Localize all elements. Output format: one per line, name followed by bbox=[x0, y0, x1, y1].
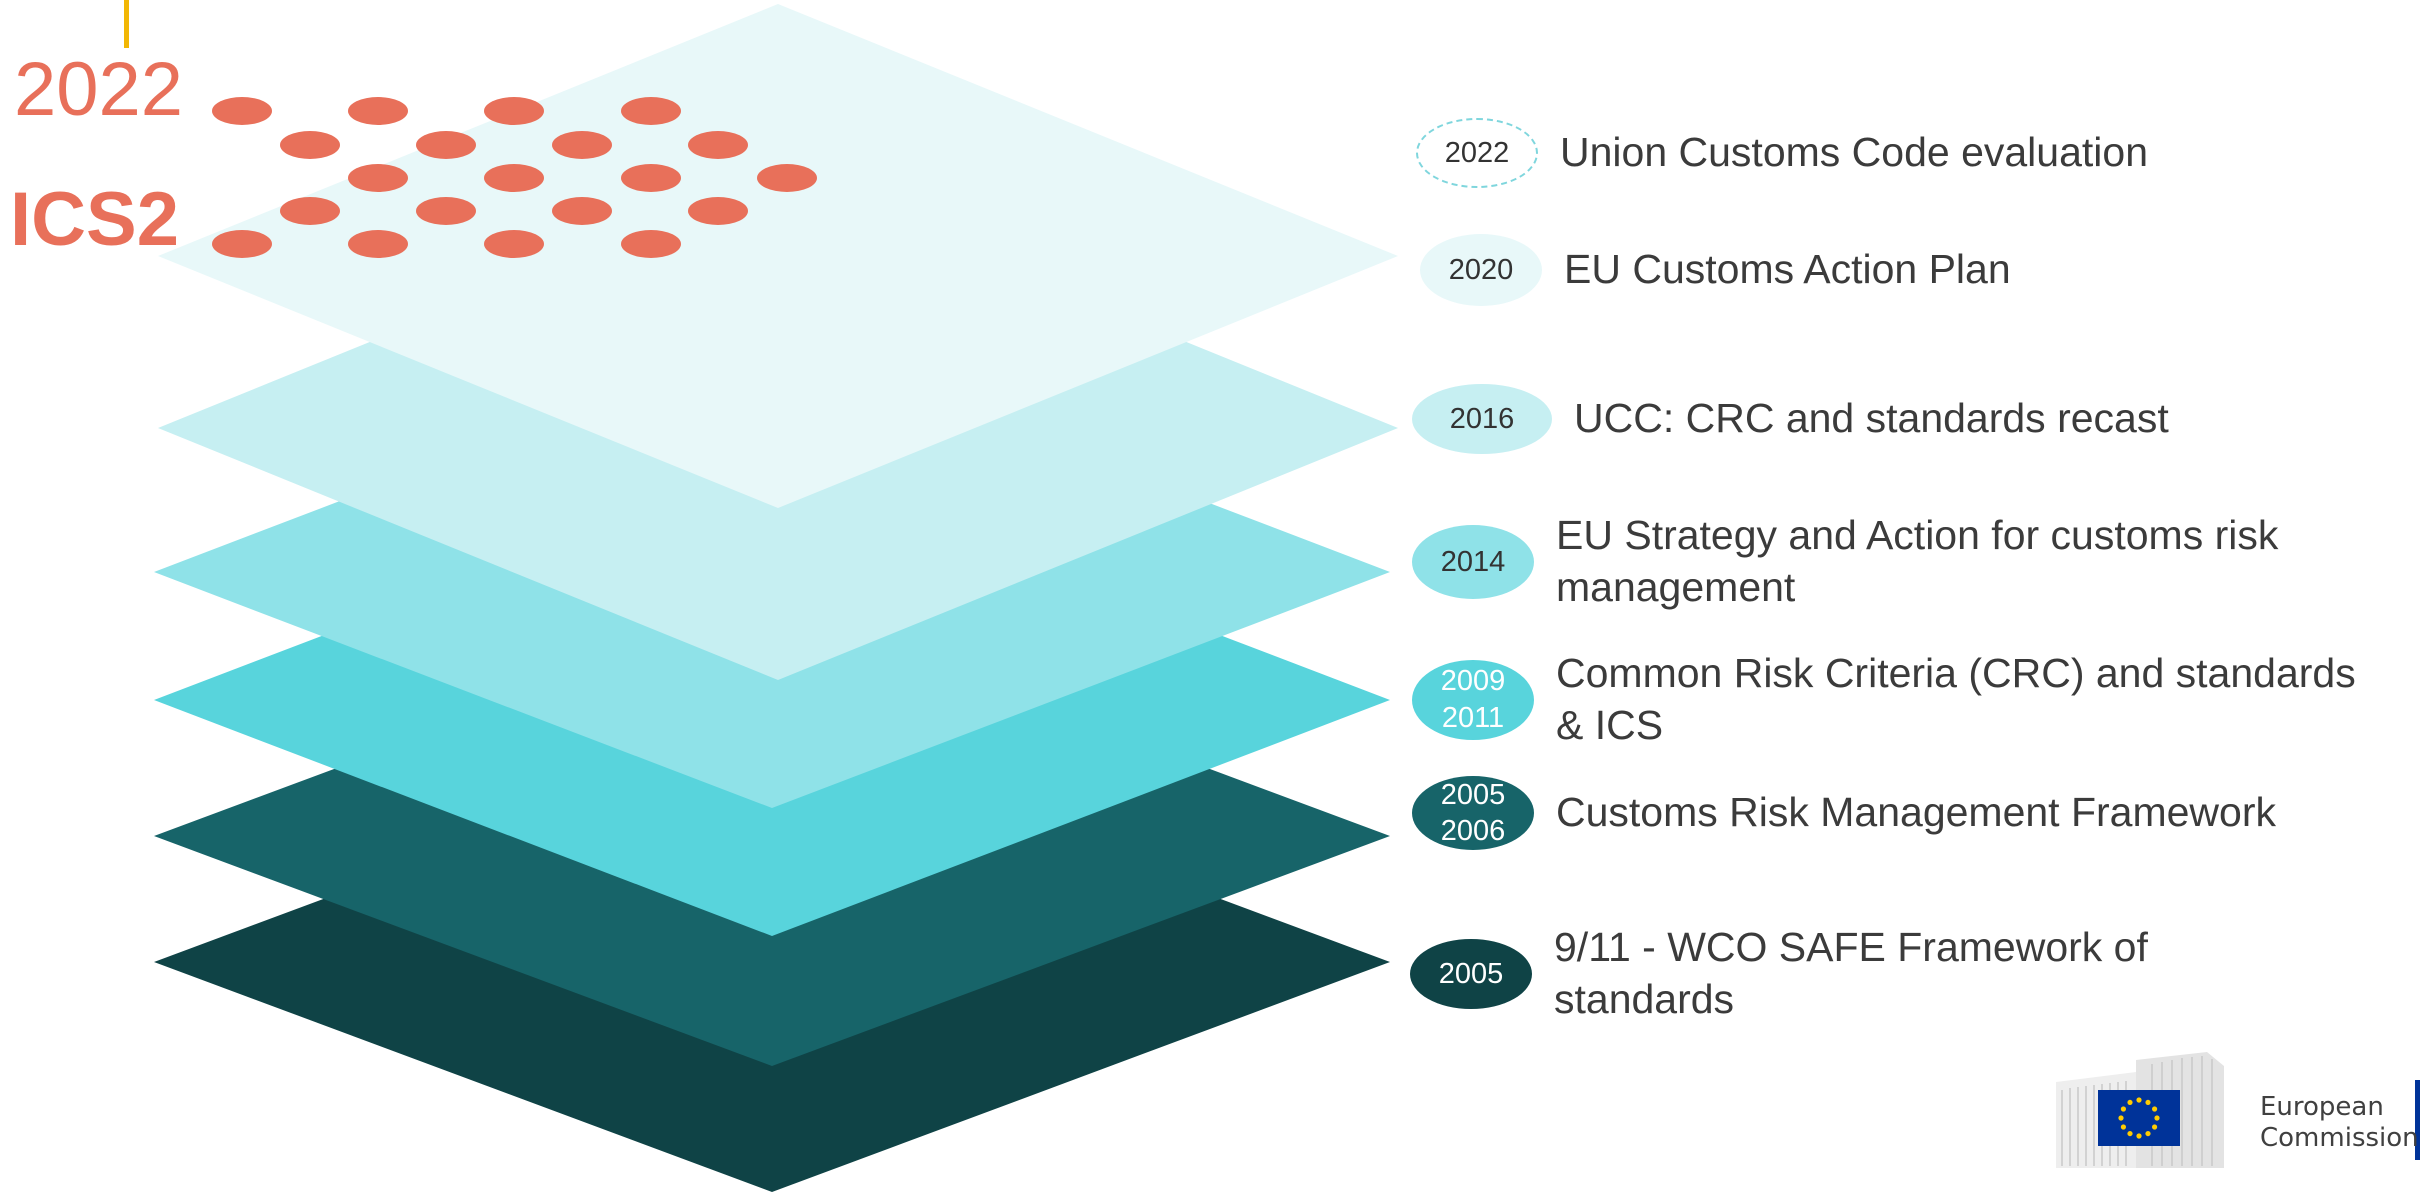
milestone-text: EU Strategy and Action for customs risk m… bbox=[1556, 510, 2278, 613]
milestone-text-line: 9/11 - WCO SAFE Framework of bbox=[1554, 924, 2148, 970]
eu-star bbox=[2145, 1130, 2151, 1137]
eu-star bbox=[2127, 1099, 2133, 1106]
milestone-text: Common Risk Criteria (CRC) and standards… bbox=[1556, 648, 2356, 751]
milestone-year-badge: 2005 2006 bbox=[1412, 776, 1534, 850]
eu-flag-icon bbox=[2098, 1090, 2180, 1146]
header-programme: ICS2 bbox=[10, 177, 179, 262]
header-year: 2022 bbox=[14, 47, 184, 132]
milestone-item: 2005 2006 Customs Risk Management Framewor… bbox=[1412, 776, 2276, 850]
milestone-year: 2014 bbox=[1440, 545, 1506, 578]
ics2-dot bbox=[348, 164, 408, 192]
ics2-dot bbox=[484, 97, 544, 125]
ics2-dot bbox=[621, 164, 681, 192]
milestone-text-line: EU Strategy and Action for customs risk bbox=[1556, 512, 2279, 558]
milestone-text-line: Union Customs Code evaluation bbox=[1560, 129, 2148, 176]
milestone-year: 2005 bbox=[1440, 778, 1506, 811]
ics2-dot bbox=[552, 131, 612, 159]
ics2-dot bbox=[416, 197, 476, 225]
ics2-dot bbox=[348, 97, 408, 125]
eu-star bbox=[2118, 1115, 2124, 1121]
milestone-item: 2005 9/11 - WCO SAFE Framework of standard… bbox=[1410, 922, 2148, 1025]
milestone-year: 2022 bbox=[1444, 136, 1510, 169]
milestone-text-line: EU Customs Action Plan bbox=[1564, 246, 2011, 293]
eu-star bbox=[2154, 1115, 2160, 1121]
milestone-text-line: standards bbox=[1554, 975, 1735, 1022]
milestone-item: 2022 Union Customs Code evaluation bbox=[1416, 118, 2148, 188]
milestone-text-line: Common Risk Criteria (CRC) and standards bbox=[1556, 650, 2356, 696]
eu-star bbox=[2136, 1133, 2142, 1139]
milestone-text: Union Customs Code evaluation bbox=[1560, 127, 2148, 179]
ics2-dot bbox=[688, 131, 748, 159]
milestone-text-line: Customs Risk Management Framework bbox=[1556, 789, 2276, 836]
milestone-year: 2006 bbox=[1440, 815, 1506, 847]
ics2-dot bbox=[348, 230, 408, 258]
ec-logo bbox=[2056, 1052, 2420, 1168]
milestone-text-line: & ICS bbox=[1556, 701, 1664, 748]
eu-star bbox=[2120, 1106, 2127, 1112]
eu-star bbox=[2151, 1124, 2158, 1130]
milestone-year-badge: 2005 bbox=[1410, 938, 1532, 1009]
ics2-dot bbox=[212, 230, 272, 258]
eu-star bbox=[2136, 1097, 2142, 1103]
ec-logo-text: European Commission bbox=[2260, 1092, 2419, 1153]
header-accent-tick bbox=[124, 0, 129, 48]
ics2-dot bbox=[212, 97, 272, 125]
eu-star bbox=[2127, 1130, 2133, 1137]
milestone-year: 2011 bbox=[1441, 701, 1505, 734]
ics2-dot bbox=[280, 197, 340, 225]
milestone-item: 2014 EU Strategy and Action for customs r… bbox=[1412, 510, 2278, 613]
logo-divider bbox=[2415, 1080, 2420, 1160]
milestone-year-badge: 2020 bbox=[1420, 234, 1542, 306]
ics2-dot bbox=[416, 131, 476, 159]
layer-6 bbox=[158, 4, 1398, 508]
milestone-item: 2016 UCC: CRC and standards recast bbox=[1412, 384, 2169, 454]
ics2-dot bbox=[484, 230, 544, 258]
milestone-text-line: UCC: CRC and standards recast bbox=[1574, 395, 2169, 442]
ics2-dot bbox=[484, 164, 544, 192]
milestone-item: 2020 EU Customs Action Plan bbox=[1420, 234, 2011, 306]
milestone-year: 2009 bbox=[1440, 665, 1506, 698]
milestone-text: Customs Risk Management Framework bbox=[1556, 787, 2276, 839]
ics2-dot bbox=[757, 164, 817, 192]
milestone-year: 2005 bbox=[1438, 957, 1504, 990]
milestone-text: EU Customs Action Plan bbox=[1564, 244, 2011, 296]
ec-logo-line1: European bbox=[2260, 1092, 2384, 1122]
ec-logo-line2: Commission bbox=[2260, 1122, 2419, 1153]
eu-star bbox=[2145, 1099, 2151, 1106]
ics2-dot bbox=[280, 131, 340, 159]
ics2-dot bbox=[621, 230, 681, 258]
milestone-year: 2020 bbox=[1448, 253, 1514, 286]
milestone-year-badge: 2022 bbox=[1416, 118, 1538, 188]
eu-star bbox=[2120, 1124, 2127, 1130]
milestone-text: UCC: CRC and standards recast bbox=[1574, 393, 2169, 445]
ics2-dot bbox=[688, 197, 748, 225]
milestone-year-badge: 2016 bbox=[1412, 384, 1552, 454]
milestone-year-badge: 2014 bbox=[1412, 524, 1534, 599]
milestone-text-line: management bbox=[1556, 563, 1796, 610]
ics2-dot bbox=[552, 197, 612, 225]
milestone-text: 9/11 - WCO SAFE Framework of standards bbox=[1554, 922, 2148, 1025]
eu-star bbox=[2151, 1106, 2158, 1112]
milestone-year: 2016 bbox=[1449, 402, 1515, 435]
ics2-dot bbox=[621, 97, 681, 125]
